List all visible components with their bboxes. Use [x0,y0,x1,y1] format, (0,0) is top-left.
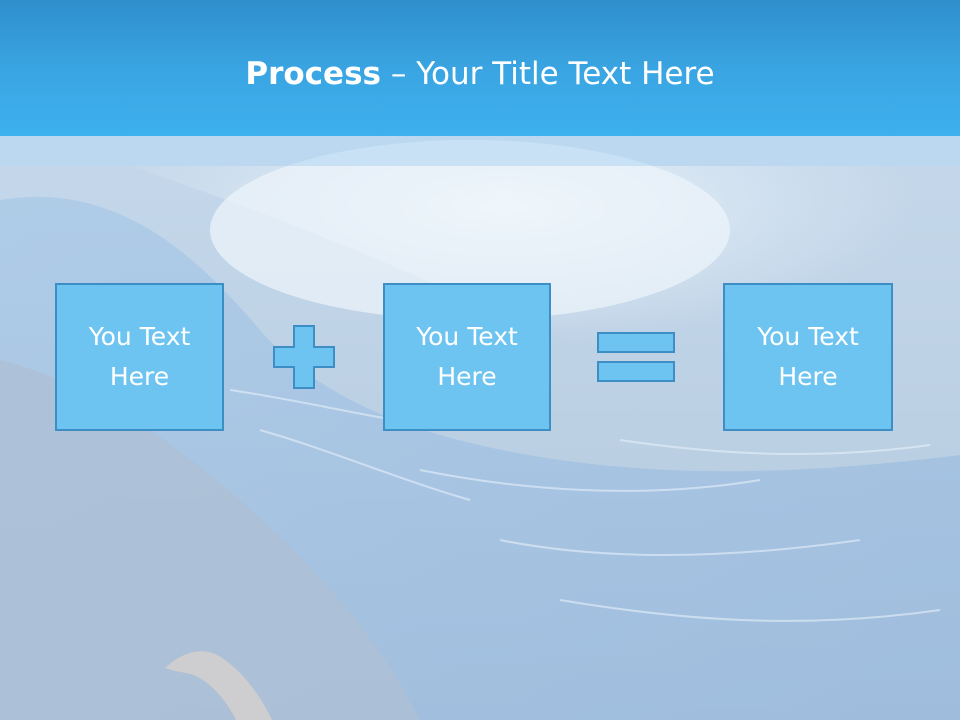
process-box-1-text: You Text Here [89,317,191,397]
process-box-1-line1: You Text [88,322,191,351]
process-box-2[interactable]: You Text Here [383,283,551,431]
title-bar [0,0,960,136]
title-bold-text: Process [245,56,381,92]
process-box-3[interactable]: You Text Here [723,283,893,431]
plus-icon [273,325,335,389]
process-box-1[interactable]: You Text Here [55,283,224,431]
equals-icon [597,332,675,382]
process-box-1-line2: Here [109,362,170,391]
process-box-3-line1: You Text [757,322,859,351]
title-strip [0,136,960,166]
title-rest-text: – Your Title Text Here [381,56,715,92]
process-box-2-line2: Here [437,362,497,391]
process-box-3-line2: Here [778,362,838,391]
process-box-2-line1: You Text [416,322,518,351]
process-box-3-text: You Text Here [757,317,859,397]
process-box-2-text: You Text Here [416,317,518,397]
slide-title: Process – Your Title Text Here [0,52,960,96]
